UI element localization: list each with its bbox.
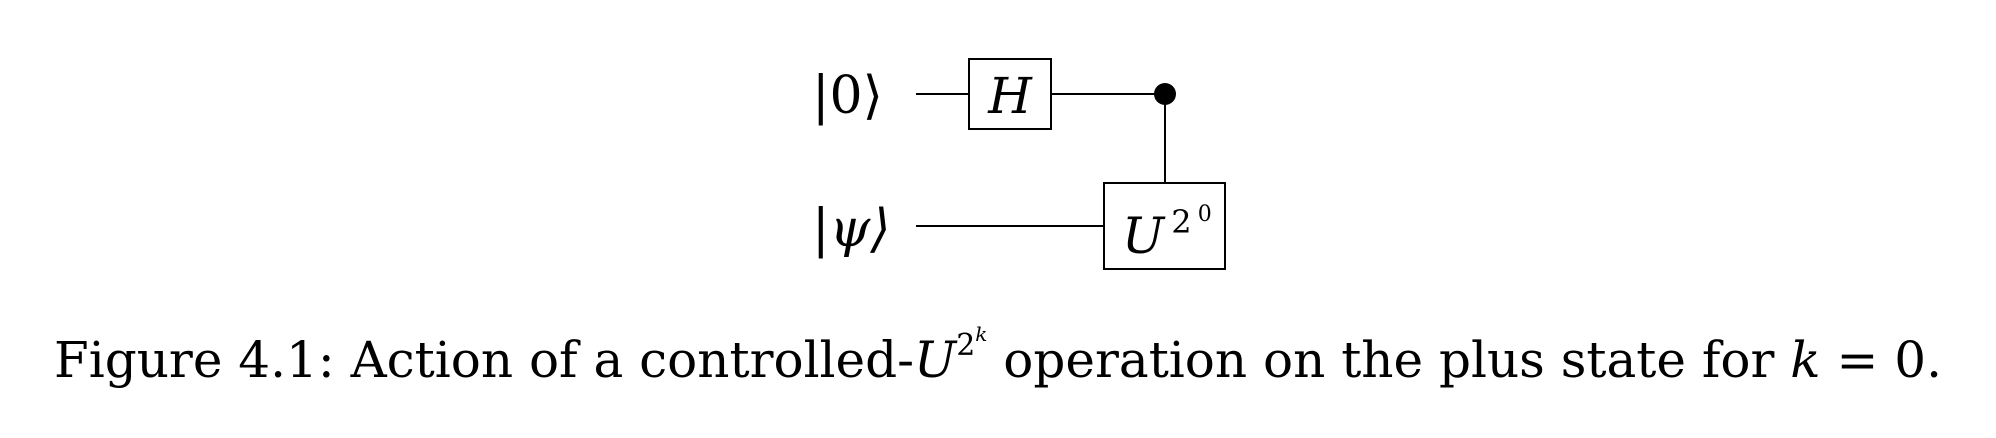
unitary-exponent-power: 0 (1198, 202, 1212, 227)
unitary-symbol: U (1122, 207, 1166, 265)
caption-u-exp-base: 2 (956, 328, 976, 363)
caption-prefix: Figure 4.1: Action of a controlled- (54, 331, 915, 389)
unitary-exponent-base: 2 (1171, 203, 1191, 241)
caption-u-exp-power: k (975, 322, 988, 346)
qubit-0-state-label: |0⟩ (812, 66, 883, 126)
caption-k-variable: k (1790, 331, 1821, 389)
hadamard-gate: H (968, 58, 1052, 130)
hadamard-gate-label: H (987, 67, 1033, 125)
controlled-unitary-gate: U 2 0 (1103, 182, 1226, 270)
caption-middle: operation on the plus state for (987, 331, 1791, 389)
caption-equals: = 0. (1820, 331, 1942, 389)
qubit-1-state-label: |ψ⟩ (812, 199, 891, 259)
figure-caption: Figure 4.1: Action of a controlled-U2k o… (0, 324, 1996, 390)
caption-u-symbol: U (914, 331, 957, 389)
svg-text:U 2 0: U 2 0 (1122, 202, 1212, 265)
caption-u-exponent: 2k (956, 324, 987, 363)
